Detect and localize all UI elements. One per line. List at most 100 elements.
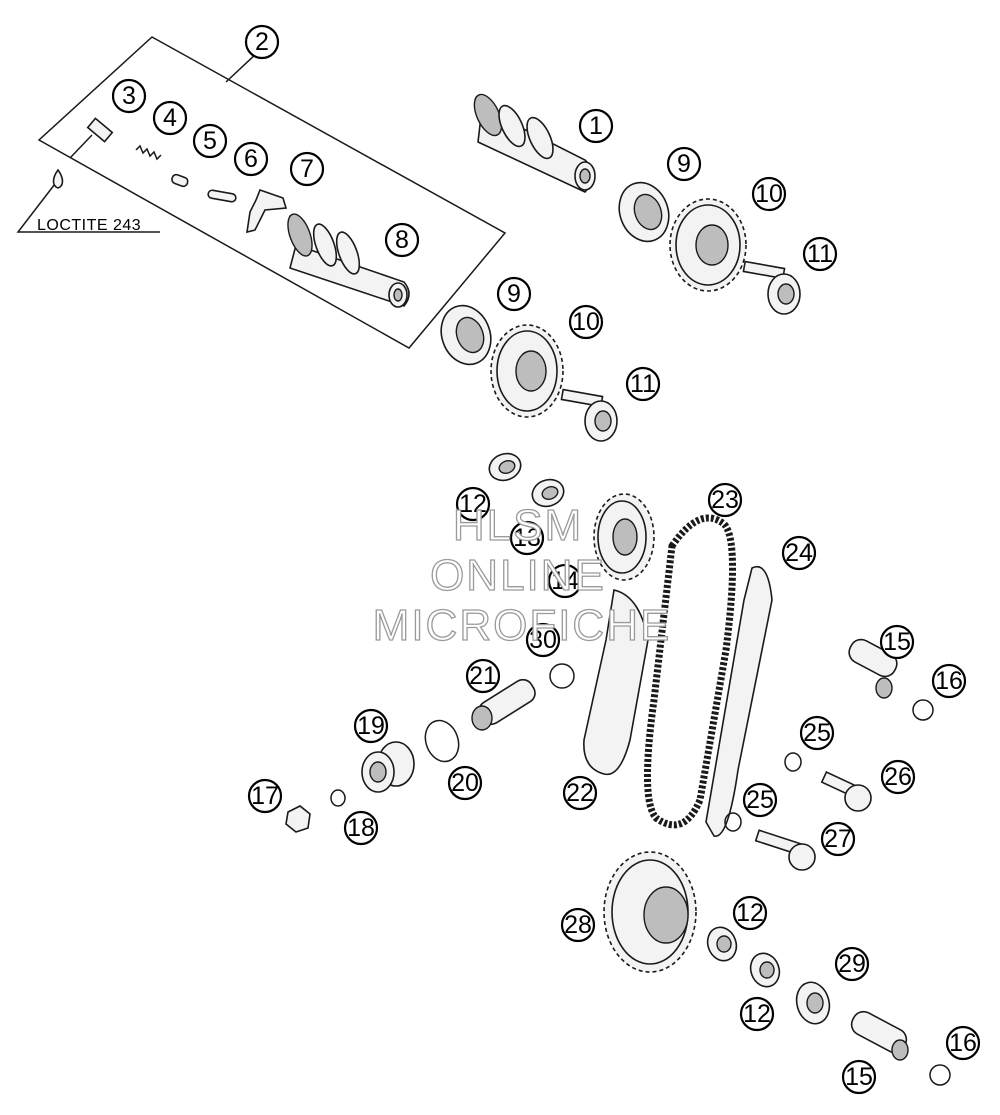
svg-text:27: 27 <box>824 825 852 853</box>
svg-text:21: 21 <box>469 662 497 690</box>
callout-19: 19 <box>353 708 389 744</box>
part-4-spring <box>135 144 162 161</box>
part-27-bolt <box>754 829 816 871</box>
part-3-screw <box>69 117 114 159</box>
callout-13: 13 <box>509 520 545 556</box>
watermark: HLSM ONLINE MICROFICHE <box>372 500 672 650</box>
svg-text:25: 25 <box>746 786 774 814</box>
callout-17: 17 <box>247 778 283 814</box>
svg-text:11: 11 <box>807 240 833 268</box>
callout-16-upper: 16 <box>931 663 967 699</box>
svg-text:1: 1 <box>589 112 603 140</box>
callout-24: 24 <box>781 535 817 571</box>
svg-text:ONLINE: ONLINE <box>430 551 606 600</box>
svg-text:16: 16 <box>949 1029 977 1057</box>
part-17-screw-plug <box>285 805 311 833</box>
callout-23: 23 <box>707 482 743 518</box>
callout-26: 26 <box>880 759 916 795</box>
part-22-tensioner-rail <box>583 589 649 776</box>
leader-2 <box>225 51 259 83</box>
callout-28: 28 <box>560 907 596 943</box>
svg-text:10: 10 <box>755 180 783 208</box>
part-6-pin <box>207 189 237 203</box>
svg-text:28: 28 <box>564 911 592 939</box>
callout-25-upper: 25 <box>799 715 835 751</box>
svg-text:3: 3 <box>122 82 136 110</box>
part-9-bearing-upper <box>618 181 670 243</box>
callout-10-lower: 10 <box>568 304 604 340</box>
loctite-note: LOCTITE 243 <box>37 217 141 234</box>
part-1-camshaft <box>473 93 596 193</box>
part-12-needle-bearing-d <box>749 952 781 988</box>
svg-text:17: 17 <box>251 782 279 810</box>
callout-30: 30 <box>525 622 561 658</box>
part-14-idler-gear <box>593 493 655 581</box>
svg-text:11: 11 <box>630 370 656 398</box>
svg-text:2: 2 <box>255 28 269 56</box>
part-5-pin <box>171 173 189 188</box>
svg-text:23: 23 <box>711 486 739 514</box>
part-25-ring-upper <box>784 752 802 772</box>
part-10-sprocket-upper <box>669 198 747 292</box>
svg-text:MICROFICHE: MICROFICHE <box>373 601 672 650</box>
svg-text:25: 25 <box>803 719 831 747</box>
svg-text:18: 18 <box>347 814 375 842</box>
callout-25-lower: 25 <box>742 782 778 818</box>
drop-icon <box>52 168 64 189</box>
callout-16-lower: 16 <box>945 1025 981 1061</box>
callout-9-lower: 9 <box>496 276 532 312</box>
callout-12-mid: 12 <box>732 895 768 931</box>
part-11-bolt-upper <box>742 260 801 315</box>
svg-text:12: 12 <box>736 899 764 927</box>
svg-text:16: 16 <box>935 667 963 695</box>
part-24-guide-rail <box>705 565 773 837</box>
part-15-pin-upper <box>848 638 898 699</box>
part-12-needle-bearing-a <box>488 452 522 482</box>
subassembly-frame <box>37 36 507 349</box>
callout-4: 4 <box>152 100 188 136</box>
svg-text:22: 22 <box>566 779 594 807</box>
svg-text:10: 10 <box>572 308 600 336</box>
callout-10-upper: 10 <box>751 176 787 212</box>
svg-text:19: 19 <box>357 712 385 740</box>
svg-text:29: 29 <box>838 950 866 978</box>
svg-text:9: 9 <box>507 280 521 308</box>
callout-7: 7 <box>289 151 325 187</box>
svg-text:6: 6 <box>244 145 258 173</box>
callout-9-upper: 9 <box>666 146 702 182</box>
part-21-tensioner-piston <box>471 678 536 731</box>
svg-text:4: 4 <box>163 104 177 132</box>
part-13-needle-bearing-b <box>531 478 565 508</box>
svg-text:7: 7 <box>300 155 314 183</box>
svg-text:24: 24 <box>785 539 813 567</box>
callout-8: 8 <box>384 222 420 258</box>
svg-text:30: 30 <box>529 626 557 654</box>
part-25-ring-lower <box>724 812 742 832</box>
part-7-lever <box>246 188 288 234</box>
part-8-camshaft <box>287 213 410 308</box>
callout-6: 6 <box>233 141 269 177</box>
callout-15-upper: 15 <box>879 624 915 660</box>
part-15-pin-lower <box>850 1010 909 1061</box>
callout-2: 2 <box>244 24 280 60</box>
part-29-thrust-washer <box>795 981 831 1025</box>
callout-3: 3 <box>111 78 147 114</box>
callout-12-low: 12 <box>739 996 775 1032</box>
part-19-tensioner-housing <box>361 741 415 793</box>
svg-text:15: 15 <box>845 1063 873 1091</box>
callout-20: 20 <box>447 765 483 801</box>
callout-22: 22 <box>562 775 598 811</box>
loctite-leader <box>16 179 160 233</box>
callout-12-top: 12 <box>455 486 491 522</box>
callout-21: 21 <box>465 658 501 694</box>
svg-text:13: 13 <box>513 524 541 552</box>
part-23-timing-chain <box>644 514 736 829</box>
part-9-bearing-lower <box>440 304 492 366</box>
part-20-gasket <box>424 719 460 763</box>
part-12-needle-bearing-c <box>706 926 738 962</box>
part-11-bolt-lower <box>560 388 618 442</box>
part-28-crank-gear <box>603 851 697 973</box>
svg-text:5: 5 <box>203 127 217 155</box>
part-16-ring-lower <box>929 1064 951 1086</box>
svg-text:26: 26 <box>884 763 912 791</box>
